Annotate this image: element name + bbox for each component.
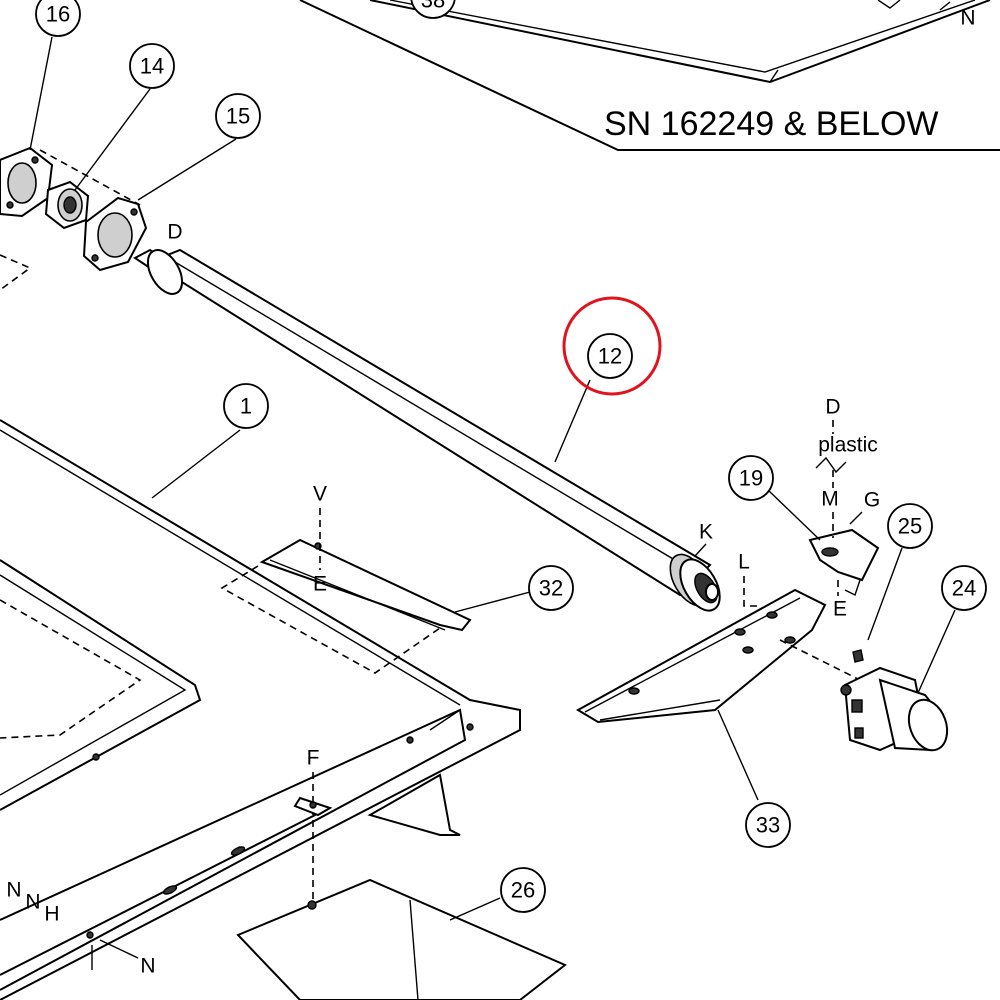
callout-32: 32	[528, 565, 574, 611]
bearing-14	[44, 180, 90, 230]
plate-26	[236, 878, 567, 1000]
callout-33-label: 33	[756, 813, 780, 838]
callout-24: 24	[941, 565, 987, 611]
callout-14-label: 14	[140, 54, 164, 79]
flange-15	[82, 196, 148, 272]
callout-1: 1	[223, 383, 269, 429]
callout-26: 26	[500, 867, 546, 913]
ref-n-frame-2: N	[25, 891, 40, 914]
callout-38-label: 38	[421, 0, 445, 13]
callout-15: 15	[215, 93, 261, 139]
clip-19	[808, 528, 880, 596]
ref-m: M	[821, 488, 839, 511]
frame-1	[0, 419, 521, 1000]
serial-range-banner: SN 162249 & BELOW	[604, 105, 939, 143]
callout-1-label: 1	[240, 394, 252, 419]
bracket-33	[575, 588, 827, 724]
callout-16-label: 16	[46, 2, 70, 27]
callout-15-label: 15	[226, 104, 250, 129]
callout-25: 25	[887, 503, 933, 549]
ref-v: V	[313, 483, 327, 506]
ref-n-frame-1: N	[6, 879, 21, 902]
callout-14: 14	[129, 43, 175, 89]
roller-12	[133, 248, 721, 612]
ref-k: K	[699, 521, 713, 544]
top-panel	[299, 0, 1000, 151]
ref-g: G	[864, 489, 880, 512]
highlight-ring-12	[562, 296, 662, 396]
callout-26-label: 26	[511, 878, 535, 903]
ref-d-roller: D	[167, 221, 182, 244]
pin-25	[852, 649, 864, 663]
callout-38: 38	[410, 0, 456, 19]
callout-12-label: 12	[598, 344, 622, 369]
callout-16: 16	[35, 0, 81, 37]
callout-25-label: 25	[898, 514, 922, 539]
ref-n-bottom: N	[140, 955, 155, 978]
plate-32	[220, 538, 472, 674]
ref-d-top: D	[825, 396, 840, 419]
callout-19: 19	[728, 455, 774, 501]
ref-n-top: N	[960, 7, 975, 30]
callout-12: 12	[562, 296, 662, 396]
ref-l: L	[738, 551, 750, 574]
callout-32-label: 32	[539, 576, 563, 601]
ref-e-19: E	[833, 598, 847, 621]
callout-24-label: 24	[952, 576, 976, 601]
ref-e-32: E	[313, 573, 327, 596]
ref-f: F	[307, 747, 320, 770]
callout-33: 33	[745, 802, 791, 848]
flange-16	[0, 146, 54, 218]
ref-plastic: plastic	[818, 434, 878, 457]
motor-24	[840, 666, 949, 752]
ref-h-frame: H	[44, 903, 59, 926]
callout-19-label: 19	[739, 466, 763, 491]
